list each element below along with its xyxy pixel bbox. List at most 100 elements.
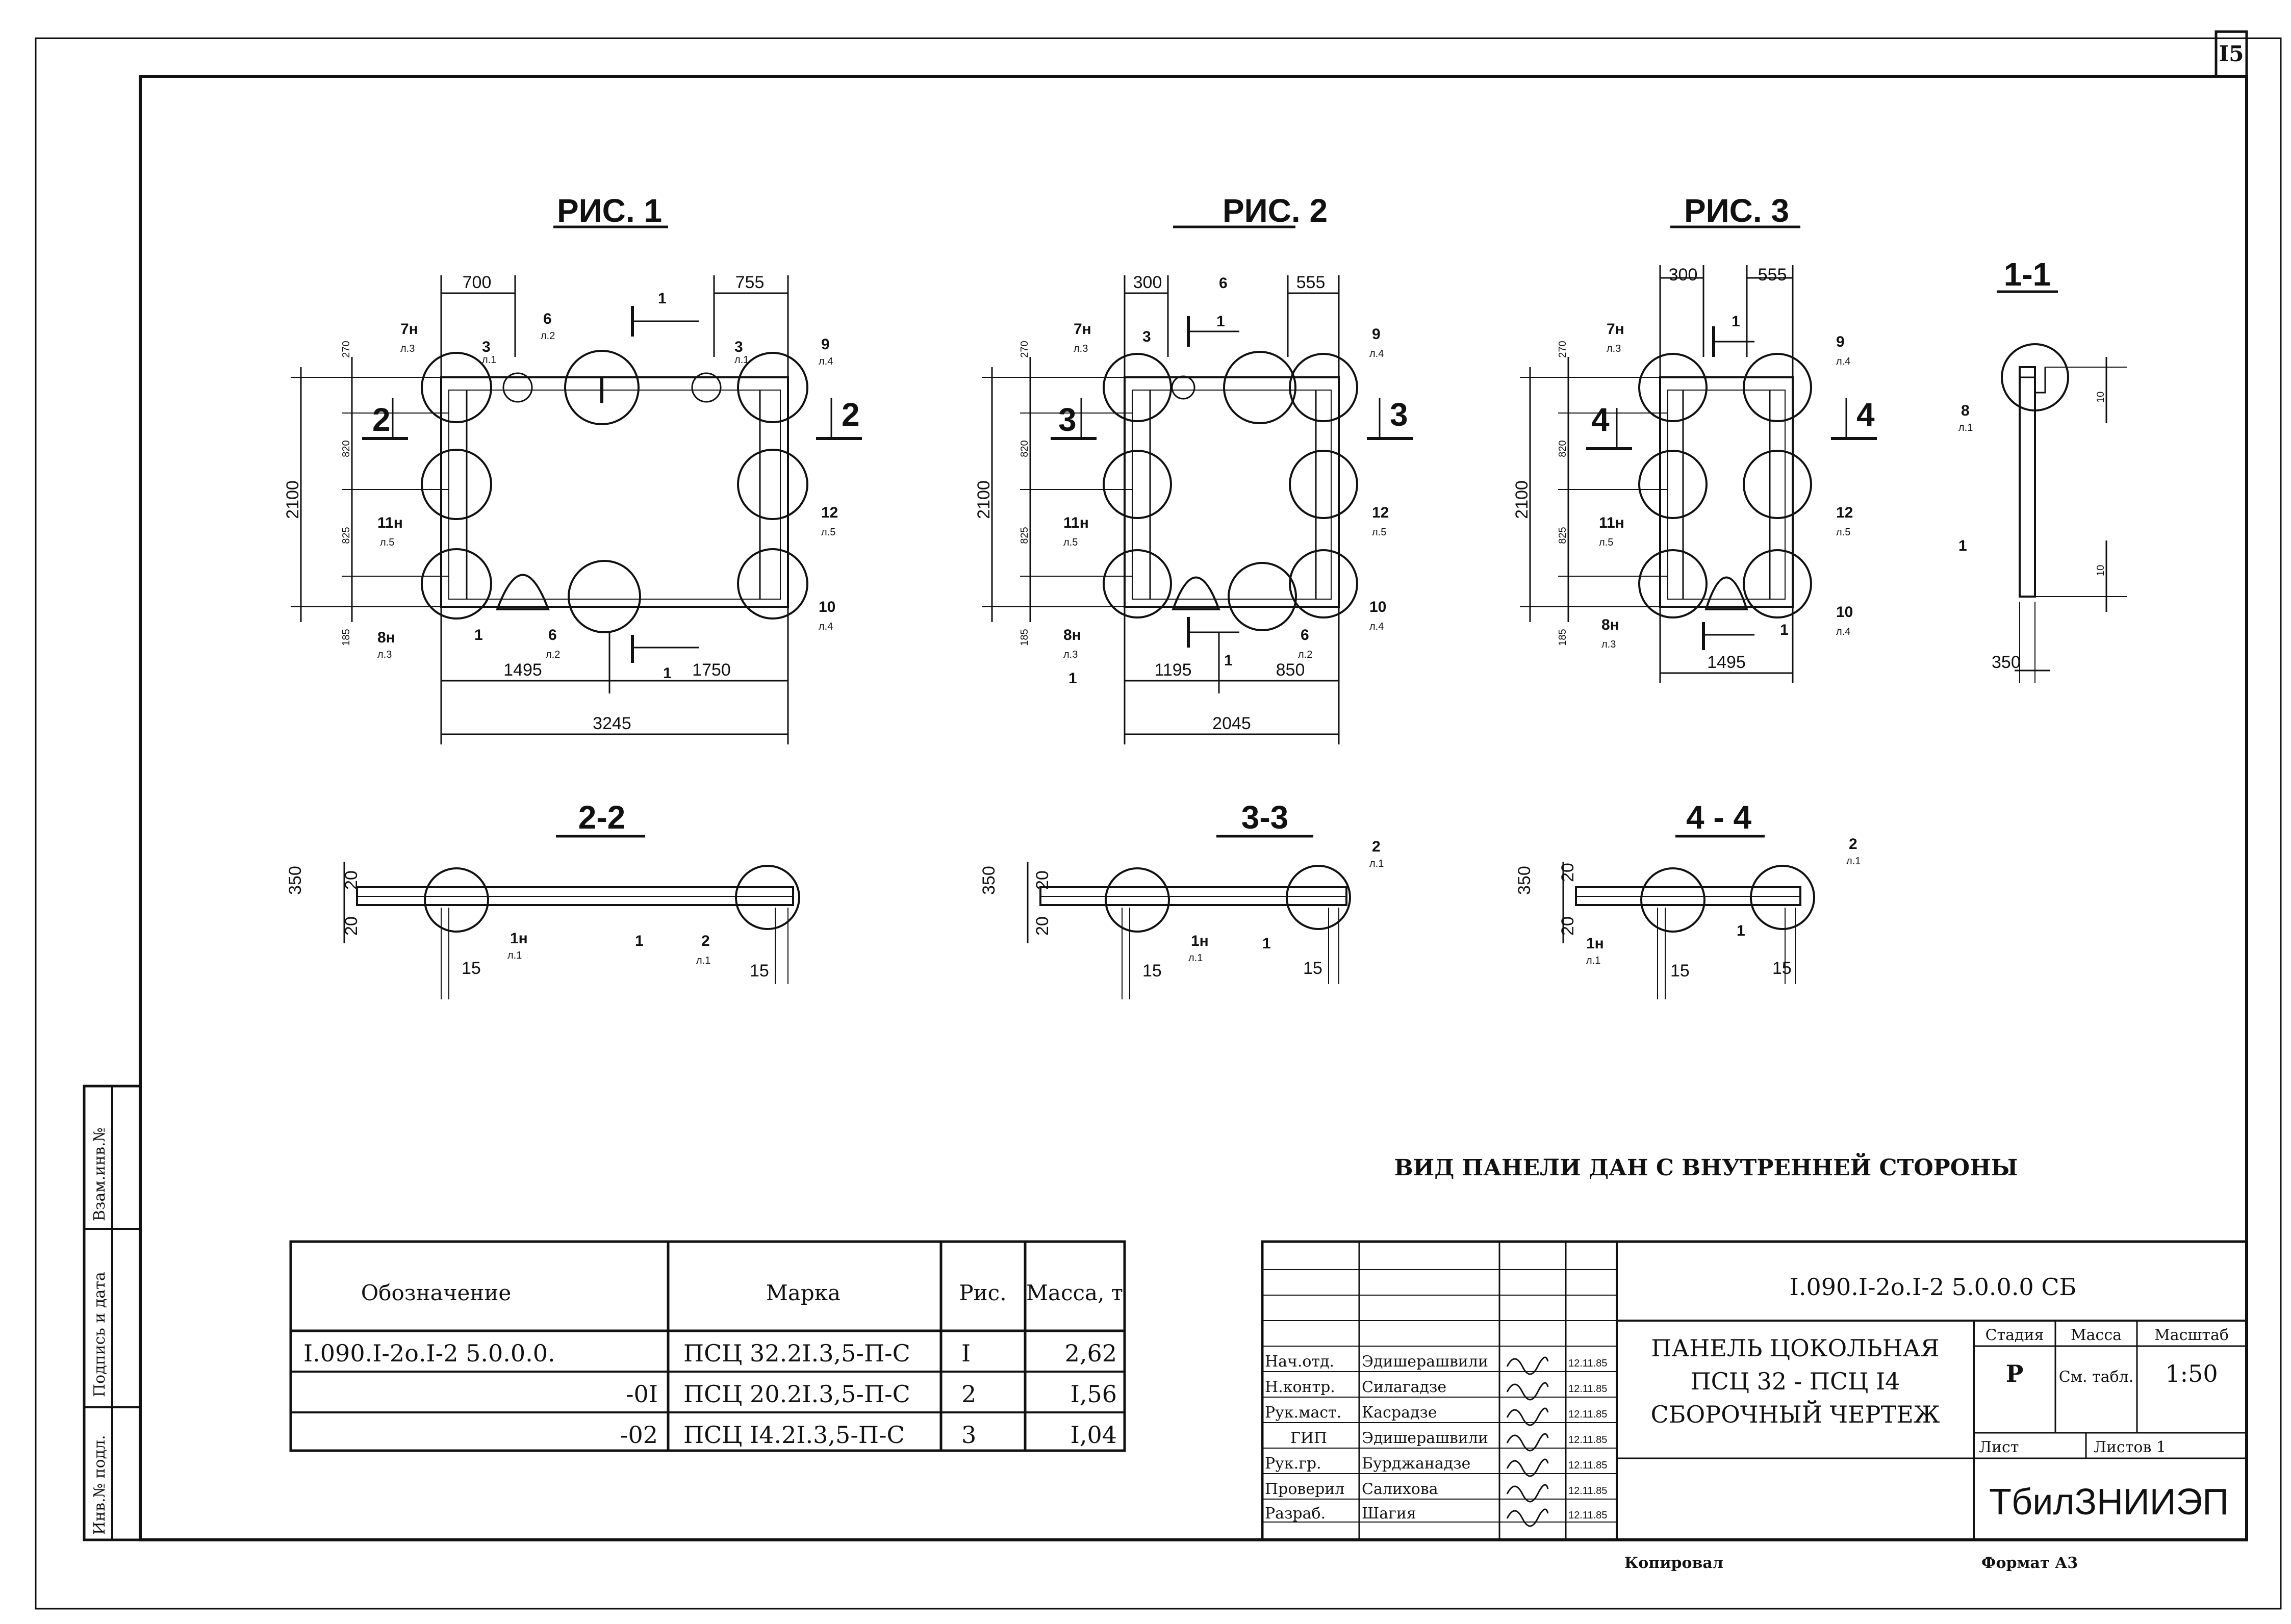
fig2-tag-8n-sheet: л.3 [1063,649,1078,660]
sec11-tag-8-sheet: л.1 [1958,422,1973,433]
fig2-dim-300: 300 [1133,273,1162,292]
fig1-cut2-left: 2 [372,401,391,438]
sec33-tag-1: 1 [1262,935,1271,952]
fig1-dim-1495: 1495 [503,660,542,680]
fig3-title: РИС. 3 [1684,192,1789,229]
fig3-dim-555: 555 [1758,265,1787,285]
signature-6 [1506,1484,1549,1503]
staff-date-6: 12.11.85 [1568,1485,1607,1497]
footer-format: Формат А3 [1981,1554,2078,1572]
staff-role-5: Рук.гр. [1265,1455,1321,1473]
sec22-tag-1n-sheet: л.1 [507,950,522,961]
stage-value: Р [2006,1360,2024,1387]
fig3-dim-185: 185 [1557,629,1568,646]
signature-1 [1506,1356,1549,1375]
sec44-dim-350: 350 [1515,866,1534,895]
signature-4 [1506,1433,1549,1452]
section-4-4: 4 - 4 350 20 20 15 15 1н л.1 1 2 л.1 [1515,799,1861,999]
fig3-tag-1: 1 [1780,622,1789,638]
fig3-dim-300: 300 [1669,265,1698,285]
fig2-dim-185: 185 [1019,629,1030,646]
sec11-tag-1: 1 [1958,537,1967,554]
spec-header-mark: Марка [766,1280,841,1305]
fig2-tag-7n-sheet: л.3 [1074,343,1088,354]
sec33-dim-20b: 20 [1033,916,1052,936]
fig1-tag-8n: 8н [377,629,395,646]
fig3-dim-820: 820 [1557,440,1568,457]
sec22-title: 2-2 [578,799,626,836]
sec33-title: 3-3 [1241,799,1289,836]
fig1-dim-270: 270 [341,341,352,357]
fig1-dim-1750: 1750 [692,660,731,680]
fig2-cut1-top: 1 [1216,313,1225,330]
sheet-number: I5 [2219,41,2244,66]
mass-label: Масса [2071,1326,2122,1344]
fig1-dim-755: 755 [735,273,765,292]
sec44-tag-1n: 1н [1586,935,1604,952]
sec33-dim-15b: 15 [1303,959,1322,978]
sec11-title: 1-1 [2004,256,2051,293]
sec33-tag-2: 2 [1372,838,1381,855]
sec44-dim-20a: 20 [1558,863,1577,882]
scale-label: Масштаб [2154,1326,2229,1344]
side-label-signature: Подпись и дата [91,1272,109,1397]
signature-5 [1506,1458,1549,1477]
inner-frame [139,75,2248,1541]
sec22-dim-15a: 15 [462,959,481,978]
staff-date-7: 12.11.85 [1568,1510,1607,1521]
fig1-tag-7n-sheet: л.3 [400,343,415,354]
fig1-cut1-bot: 1 [663,665,672,682]
fig2-tag-9: 9 [1372,326,1381,343]
fig1-dim-825: 825 [341,527,352,544]
sec44-dim-15a: 15 [1670,961,1690,981]
fig2-tag-8n: 8н [1063,627,1081,643]
figure-1: РИС. 1 700 [283,192,862,744]
outer-frame [35,37,2282,1610]
title-block: I.090.I-2о.I-2 5.0.0.0 СБ ПАНЕЛЬ ЦОКОЛЬН… [1261,1240,2248,1541]
fig2-dim-2100: 2100 [974,480,994,519]
spec-header-fig: Рис. [959,1280,1006,1305]
staff-role-3: Рук.маст. [1265,1404,1341,1422]
fig1-dim-700: 700 [463,273,492,292]
fig3-tag-7n-sheet: л.3 [1607,343,1621,354]
spec-row-3-mark: ПСЦ I4.2I.3,5-П-С [683,1421,905,1449]
note-text: ВИД ПАНЕЛИ ДАН С ВНУТРЕННЕЙ СТОРОНЫ [1394,1152,2018,1181]
sec33-dim-350: 350 [979,866,999,895]
sec33-tag-1n: 1н [1191,933,1209,949]
fig3-cut4-right: 4 [1856,396,1875,433]
fig2-dim-2045: 2045 [1212,714,1251,733]
sec44-tag-2-sheet: л.1 [1846,856,1861,867]
spec-row-2-designation: -0I [626,1380,658,1408]
sec44-tag-1: 1 [1737,922,1745,939]
fig1-cut1-top: 1 [658,290,667,307]
fig1-tag-10: 10 [819,599,835,615]
fig1-dim-820: 820 [341,440,352,457]
sec33-tag-1n-sheet: л.1 [1188,952,1203,964]
fig3-dim-1495: 1495 [1707,653,1746,672]
title-block-name-line-2: ПСЦ 32 - ПСЦ I4 [1691,1368,1900,1395]
fig2-dim-270: 270 [1019,341,1030,357]
spec-row-2-fig: 2 [961,1380,976,1408]
sec11-dim-350: 350 [1992,653,2021,672]
spec-header-designation: Обозначение [361,1280,511,1305]
fig1-title: РИС. 1 [557,192,662,229]
fig1-dim-2100: 2100 [283,480,302,519]
fig2-tag-1: 1 [1068,670,1077,687]
fig1-tag-3a-sheet: л.1 [482,354,496,366]
fig3-tag-8n-sheet: л.3 [1601,639,1616,650]
side-label-inventory: Инв.№ подл. [91,1435,109,1535]
mass-value: См. табл. [2059,1368,2134,1386]
fig1-tag-11n: 11н [377,514,403,531]
title-block-name-line-1: ПАНЕЛЬ ЦОКОЛЬНАЯ [1651,1334,1939,1362]
fig1-tag-6b-sheet: л.2 [546,649,560,660]
spec-row-1-mass: 2,62 [1065,1339,1117,1367]
side-label-replaced: Взам.инв.№ [91,1127,109,1221]
sec33-dim-15a: 15 [1142,961,1162,981]
sec44-dim-15b: 15 [1772,959,1792,978]
staff-role-7: Разраб. [1265,1505,1326,1523]
sec22-dim-20b: 20 [342,916,361,936]
staff-date-5: 12.11.85 [1568,1460,1607,1471]
fig2-cut3-right: 3 [1390,396,1408,433]
fig1-tag-3b: 3 [734,339,743,355]
fig1-tag-6: 6 [543,311,552,327]
